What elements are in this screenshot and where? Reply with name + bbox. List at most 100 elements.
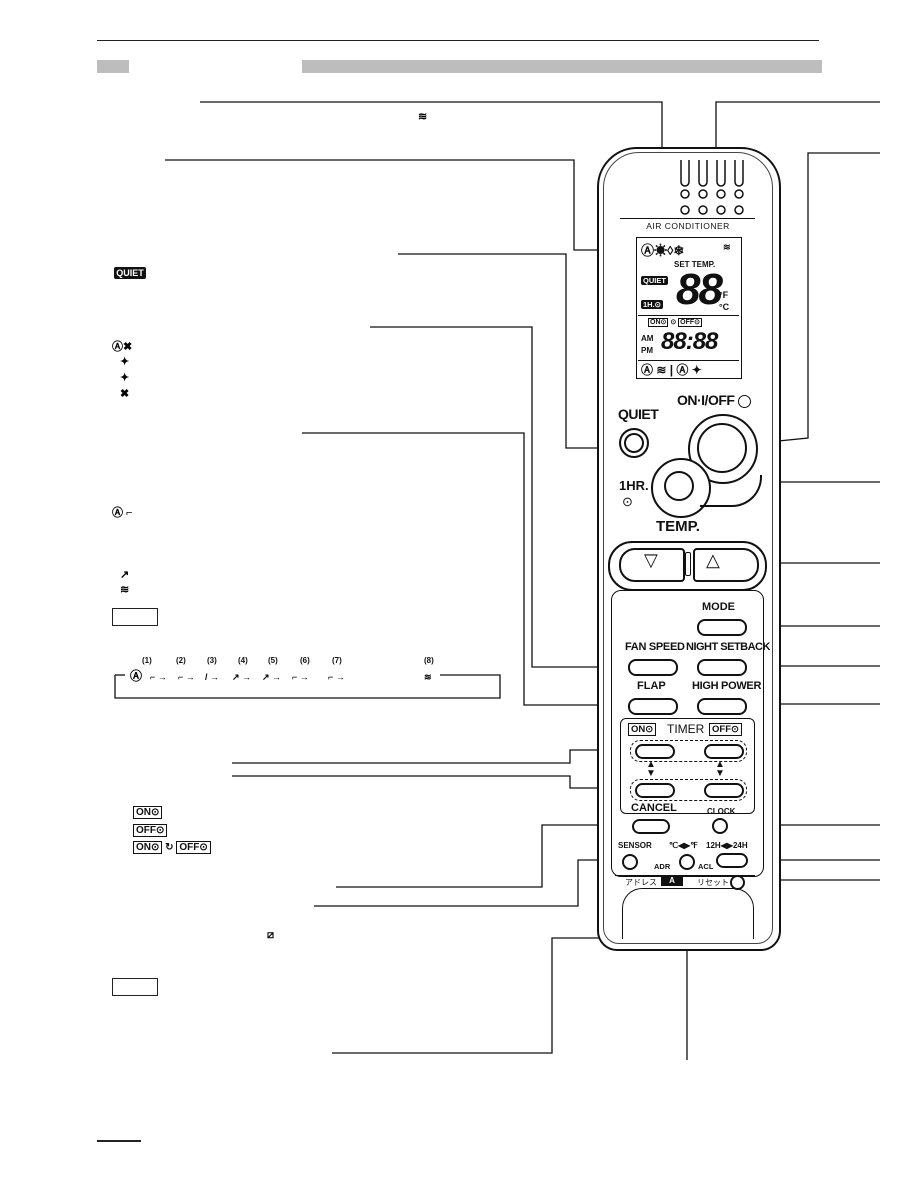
night-setback-label: NIGHT SETBACK	[686, 641, 770, 653]
svg-text:⌐ →: ⌐ →	[292, 672, 309, 682]
lower-panel	[611, 590, 764, 877]
fan-speed-button[interactable]	[628, 659, 678, 676]
note-box-1	[112, 608, 158, 626]
timer-on-legend: ON⊙	[133, 806, 163, 819]
flap-step-7: (7)	[332, 656, 342, 665]
cancel-label: CANCEL	[631, 802, 677, 814]
address-switch[interactable]: A	[661, 876, 683, 886]
fan-speed-label: FAN SPEED	[625, 641, 685, 653]
on-off-button[interactable]	[697, 423, 747, 473]
transmit-icon: ≋	[418, 111, 427, 123]
header-bar	[302, 60, 822, 73]
top-rule	[97, 40, 819, 41]
flap-step-6: (6)	[300, 656, 310, 665]
timer-upper-dash	[630, 740, 747, 762]
mode-button[interactable]	[697, 619, 747, 636]
svg-text:↗ →: ↗ →	[232, 672, 251, 682]
temp-down-button[interactable]	[619, 548, 685, 582]
acl-label: ACL	[698, 862, 714, 871]
temp-divider	[685, 552, 691, 576]
fan-icons-legend: Ⓐ✖ ✦ ✦ ✖	[112, 339, 132, 400]
svg-text:⌐ →: ⌐ →	[150, 672, 167, 682]
page-number-rule	[97, 1140, 141, 1142]
sensor-button[interactable]	[622, 854, 638, 870]
svg-text:⌐ →: ⌐ →	[328, 672, 345, 682]
unit-switch-button[interactable]	[679, 854, 695, 870]
timer-off-legend: OFF⊙	[133, 824, 168, 837]
svg-text:↗ →: ↗ →	[262, 672, 281, 682]
temp-up-button[interactable]	[693, 548, 759, 582]
transmitter-leds	[680, 160, 744, 215]
timer-on-off-legend: ON⊙ ↻ OFF⊙	[133, 841, 211, 854]
brand-line	[620, 218, 755, 219]
flap-sequence: Ⓐ ⌐ → ⌐ → / → ↗ → ↗ → ⌐ → ⌐ → ≋	[130, 668, 432, 683]
lcd-bottom-divider	[638, 360, 739, 361]
svg-text:✦: ✦	[120, 356, 129, 368]
temp-up-icon: △	[706, 550, 720, 570]
one-hr-button[interactable]	[664, 471, 694, 501]
battery-cover	[622, 888, 754, 939]
timer-block	[620, 718, 755, 814]
one-hr-label: 1HR.	[619, 478, 649, 493]
hour-switch-button[interactable]	[716, 853, 748, 868]
reset-jp-label: リセット	[697, 878, 729, 887]
svg-text:✖: ✖	[120, 388, 129, 400]
timer-on-badge: ON⊙	[628, 723, 657, 736]
svg-text:Ⓐ✖: Ⓐ✖	[112, 339, 132, 353]
flap-step-2: (2)	[176, 656, 186, 665]
timer-label: TIMER	[667, 722, 705, 736]
lcd-signal-icon: ≋	[723, 242, 731, 252]
clock-icon: ⊙	[622, 494, 633, 509]
note-box-2	[112, 978, 158, 996]
temp-label: TEMP.	[656, 518, 700, 535]
temp-down-icon: ▽	[644, 550, 658, 570]
timer-off-badge: OFF⊙	[709, 723, 742, 736]
lcd-am: AM	[641, 334, 654, 343]
night-setback-button[interactable]	[697, 659, 747, 676]
lcd-pm: PM	[641, 346, 653, 355]
lcd-quiet-badge: QUIET	[641, 276, 668, 285]
flap-step-3: (3)	[207, 656, 217, 665]
timer-lower-dash	[630, 779, 747, 801]
flap-label: FLAP	[637, 680, 666, 692]
svg-text:Ⓐ: Ⓐ	[130, 668, 142, 683]
adr-label: ADR	[654, 862, 671, 871]
flap-step-4: (4)	[238, 656, 248, 665]
lcd-unit-f: °F	[719, 290, 729, 300]
flap-swing-icon: ≋	[120, 584, 129, 596]
timer-off-arrows-icon: ▲▼	[715, 759, 725, 779]
timer-on-up-button[interactable]	[635, 744, 675, 759]
lcd-temp-digits: 88	[676, 265, 723, 314]
flap-down-icon: ↗	[120, 569, 129, 581]
lcd-mode-icons: Ⓐ☀◊❄	[641, 243, 685, 258]
lcd-bottom-icons: Ⓐ ≋ | Ⓐ ✦	[641, 363, 702, 377]
timer-off-up-button[interactable]	[704, 744, 744, 759]
quiet-legend-icon: QUIET	[114, 267, 146, 279]
on-off-led-icon	[737, 394, 751, 408]
flap-step-5: (5)	[268, 656, 278, 665]
timer-on-down-button[interactable]	[635, 783, 675, 798]
flap-step-8: (8)	[424, 656, 434, 665]
hour-switch-label: 12H◀▶24H	[706, 841, 748, 850]
timer-on-arrows-icon: ▲▼	[646, 759, 656, 779]
svg-text:⌐ →: ⌐ →	[178, 672, 195, 682]
sensor-icon: ⧄	[267, 929, 274, 941]
mode-label: MODE	[702, 601, 735, 613]
flap-step-1: (1)	[142, 656, 152, 665]
lcd-clock-digits: 88:88	[661, 328, 718, 355]
bottom-strip-line	[615, 875, 755, 876]
flap-button[interactable]	[628, 698, 678, 715]
svg-text:≋: ≋	[424, 672, 432, 682]
high-power-button[interactable]	[697, 698, 747, 715]
lcd-divider	[638, 315, 739, 316]
quiet-button[interactable]	[619, 428, 649, 458]
lcd-unit-c: °C	[719, 302, 730, 312]
lcd-timer-badges: ON⊙ ⊙ OFF⊙	[648, 318, 703, 327]
cancel-button[interactable]	[632, 819, 670, 834]
timer-off-down-button[interactable]	[704, 783, 744, 798]
sensor-label: SENSOR	[618, 841, 652, 850]
section-marker	[97, 60, 129, 73]
clock-button[interactable]	[712, 818, 728, 834]
remote-inner-outline	[603, 152, 773, 944]
lcd-set-temp: SET TEMP.	[674, 260, 716, 269]
